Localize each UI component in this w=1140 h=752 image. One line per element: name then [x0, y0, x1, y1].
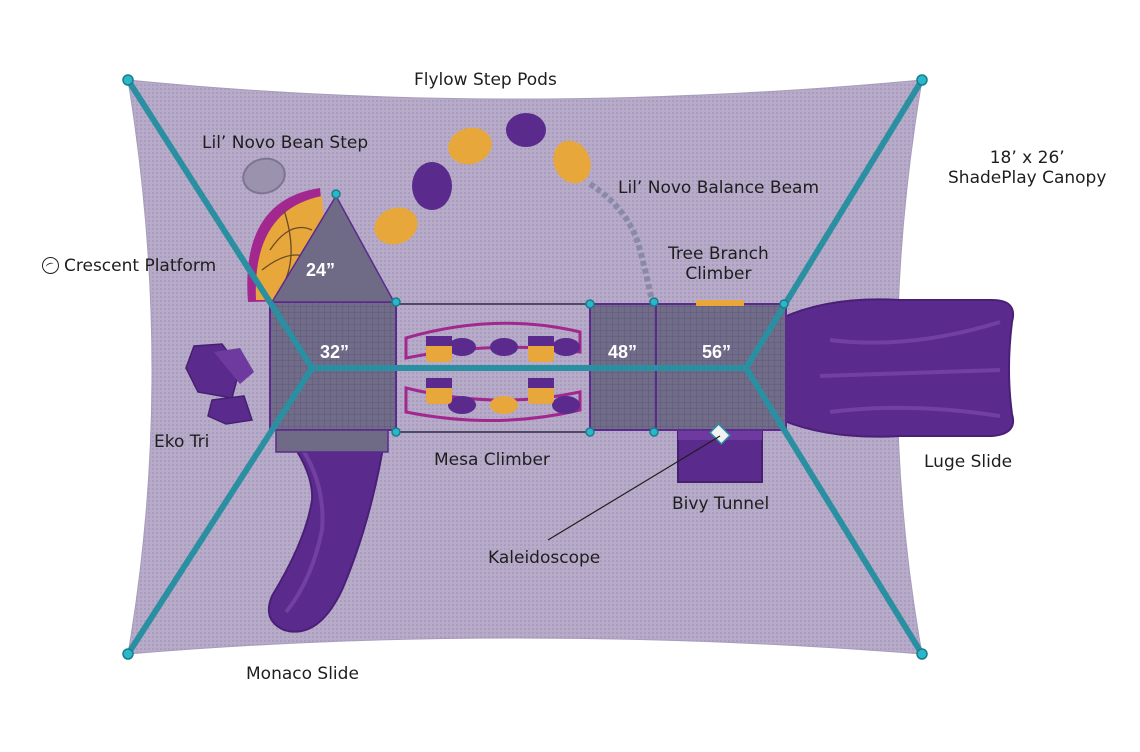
- label-lil-novo-bean-step: Lil’ Novo Bean Step: [202, 133, 369, 153]
- eko-tri: [185, 343, 254, 425]
- deck-height-32: 32”: [320, 342, 349, 362]
- label-kaleidoscope: Kaleidoscope: [488, 548, 601, 568]
- tree-branch-climber: [696, 300, 744, 306]
- luge-slide: [781, 298, 1014, 438]
- label-mesa-climber: Mesa Climber: [434, 450, 550, 470]
- label-eko-tri: Eko Tri: [154, 432, 210, 452]
- deck-height-48: 48”: [608, 342, 637, 362]
- label-crescent-platform: Crescent Platform: [42, 256, 216, 276]
- label-tree-branch-climber: Tree Branch Climber: [668, 244, 769, 285]
- deck-height-24: 24”: [306, 260, 335, 280]
- label-flylow-step-pods: Flylow Step Pods: [414, 70, 557, 90]
- label-bivy-tunnel: Bivy Tunnel: [672, 494, 770, 514]
- monaco-slide: [268, 429, 388, 633]
- label-canopy-name: ShadePlay Canopy: [948, 168, 1107, 189]
- label-lil-novo-balance-beam: Lil’ Novo Balance Beam: [618, 178, 820, 198]
- label-monaco-slide: Monaco Slide: [246, 664, 359, 684]
- flylow-step-pods: [374, 113, 591, 245]
- lil-novo-bean-step: [242, 157, 286, 195]
- label-canopy-size: 18’ x 26’: [989, 148, 1065, 168]
- label-luge-slide: Luge Slide: [924, 452, 1013, 472]
- canopy-posts: [125, 77, 925, 657]
- label-tree-branch-line1: Tree Branch: [668, 244, 769, 264]
- deck-height-56: 56”: [702, 342, 731, 362]
- label-shadeplay-canopy: 18’ x 26’ ShadePlay Canopy: [948, 148, 1106, 189]
- label-crescent-platform-text: Crescent Platform: [64, 256, 217, 276]
- kaleidoscope: [547, 423, 731, 541]
- label-tree-branch-line2: Climber: [685, 264, 752, 285]
- mesa-climber: [396, 303, 590, 433]
- lil-novo-balance-beam: [588, 181, 655, 303]
- crescent-logo-icon: [42, 257, 59, 274]
- deck-24-roof: [270, 194, 396, 303]
